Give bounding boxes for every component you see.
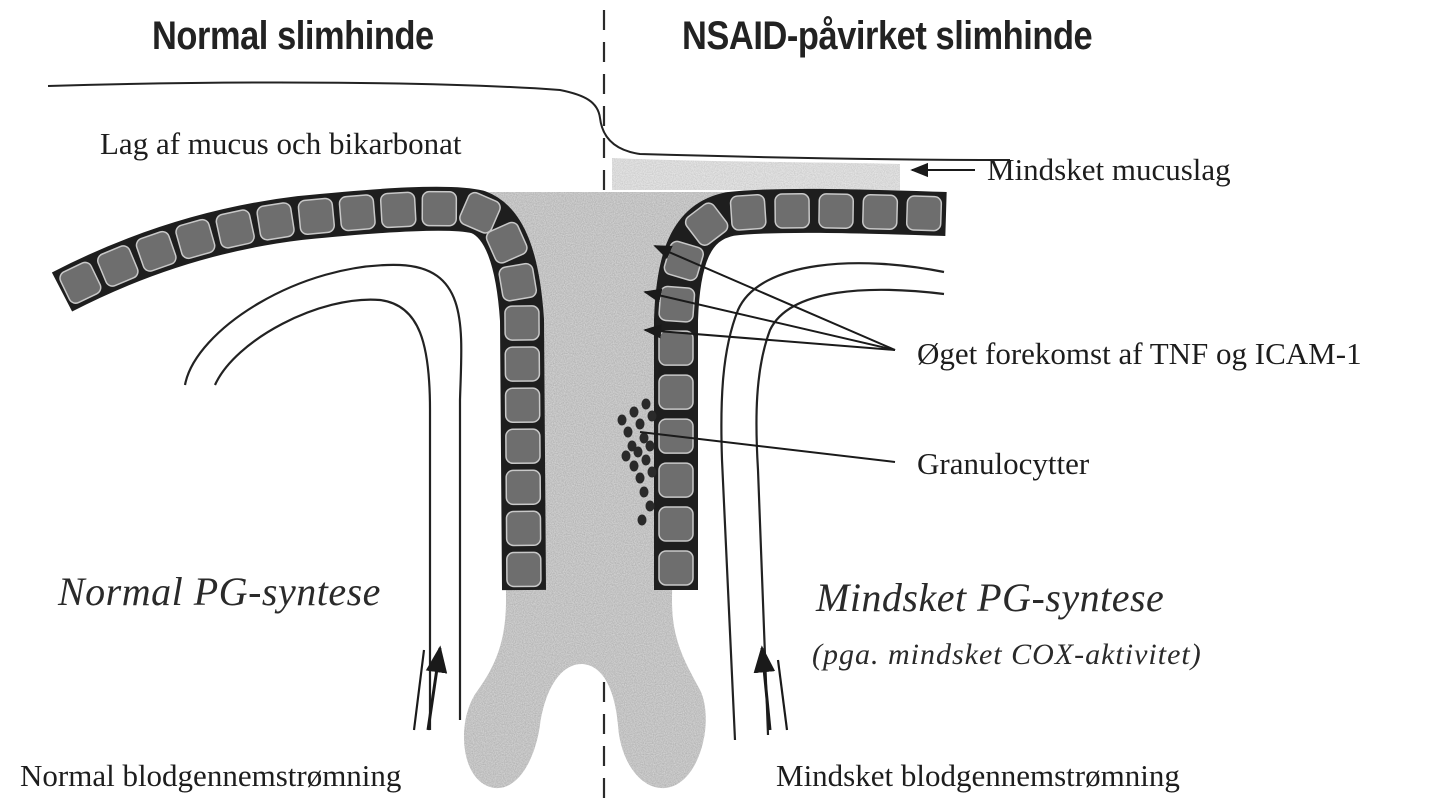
epithelial-cell (256, 202, 295, 241)
epithelial-cell (775, 194, 809, 228)
granulocyte (648, 467, 657, 478)
granulocyte (640, 487, 649, 498)
epithelial-cell (506, 511, 540, 545)
epithelial-cell (215, 209, 255, 249)
tnf-icam-label: Øget forekomst af TNF og ICAM-1 (917, 338, 1362, 369)
epithelial-cell (422, 192, 456, 226)
epithelial-cell (819, 194, 853, 228)
granulocyte (622, 451, 631, 462)
epithelial-cell (506, 429, 540, 463)
epithelial-cell (505, 347, 539, 381)
granulocyte (642, 455, 651, 466)
granulocyte (646, 441, 655, 452)
epithelial-cell (659, 551, 693, 585)
granulocyte (618, 415, 627, 426)
epithelial-cell (380, 192, 416, 228)
epithelial-cell (506, 470, 540, 504)
granulocyte (638, 515, 647, 526)
normal-pg-synthesis-label: Normal PG-syntese (58, 572, 381, 612)
epithelial-cell (659, 375, 693, 409)
granulocyte (630, 461, 639, 472)
normal-blood-flow-label: Normal blodgennemstrømning (20, 760, 401, 791)
granulocyte (634, 447, 643, 458)
granulocyte (630, 407, 639, 418)
granulocyte (642, 399, 651, 410)
epithelial-cell (863, 195, 898, 230)
granulocyte (648, 411, 657, 422)
epithelial-cell (659, 463, 693, 497)
heading-nsaid-mucosa: NSAID-påvirket slimhinde (682, 16, 1092, 56)
granulocyte (636, 419, 645, 430)
granulocytes-label: Granulocytter (917, 448, 1089, 479)
epithelial-cell (659, 507, 693, 541)
heading-normal-mucosa: Normal slimhinde (152, 16, 434, 56)
epithelial-cell (505, 306, 539, 340)
right-flow-arrow-2 (778, 660, 787, 730)
granulocyte (646, 501, 655, 512)
epithelial-cell (506, 388, 540, 422)
reduced-blood-flow-label: Mindsket blodgennemstrømning (776, 760, 1180, 791)
cox-activity-note: (pga. mindsket COX-aktivitet) (812, 640, 1202, 670)
mucus-layer-label: Lag af mucus och bikarbonat (100, 128, 462, 159)
epithelial-cell (730, 194, 766, 230)
epithelial-cell (298, 198, 335, 235)
epithelial-cell (507, 552, 541, 586)
left-blood-vessel-inner (215, 300, 430, 730)
epithelial-cell (498, 263, 537, 302)
left-flow-arrow-2 (414, 650, 424, 730)
epithelial-cell (659, 286, 695, 322)
reduced-mucus-label: Mindsket mucuslag (987, 154, 1231, 185)
epithelial-cell (906, 196, 941, 231)
left-epithelium (58, 190, 541, 590)
reduced-pg-synthesis-label: Mindsket PG-syntese (816, 578, 1164, 618)
right-epithelium (659, 194, 946, 590)
granulocyte (624, 427, 633, 438)
epithelial-cell (339, 194, 376, 231)
epithelial-cell (659, 331, 693, 365)
granulocyte (636, 473, 645, 484)
